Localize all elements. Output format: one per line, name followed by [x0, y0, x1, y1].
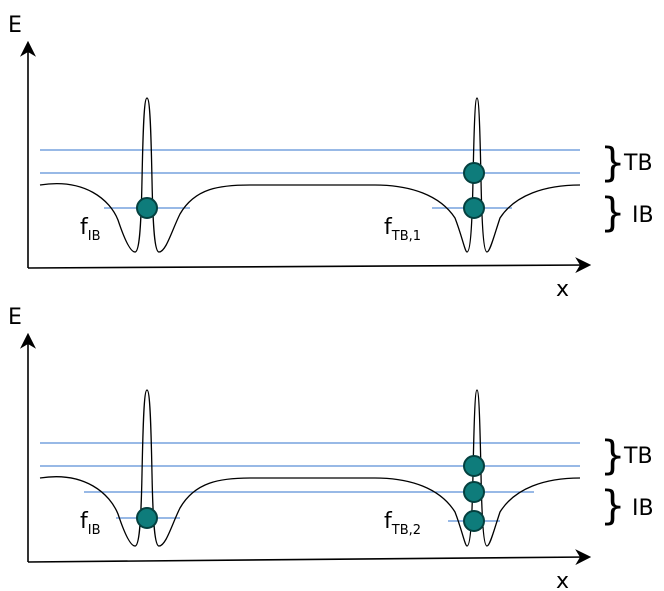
bottom-x-axis-label: x [556, 569, 569, 591]
bottom-brace-upper: } [600, 433, 625, 479]
top-brace-lower: } [600, 190, 625, 236]
bottom-right-label: fTB,2 [384, 509, 421, 538]
bottom-potential-curve [39, 389, 581, 547]
top-brace-upper-label: TB [623, 151, 653, 176]
bottom-brace-lower-label: IB [632, 496, 654, 521]
bottom-x-axis [27, 549, 592, 566]
top-left-label: fIB [80, 215, 101, 244]
top-x-axis-label: x [556, 277, 569, 302]
bottom-left-particle [136, 507, 158, 529]
bottom-left-label: fIB [80, 509, 101, 538]
top-brace-upper: } [600, 140, 625, 186]
top-right-particle-1 [463, 162, 485, 184]
top-right-label: fTB,1 [384, 215, 421, 244]
bottom-brace-upper-label: TB [623, 444, 653, 469]
top-x-axis [27, 257, 592, 274]
bottom-right-particle-2 [463, 481, 485, 503]
top-brace-lower-label: IB [632, 203, 654, 228]
bottom-brace-lower: } [600, 483, 625, 529]
bottom-right-particle-1 [463, 455, 485, 477]
bottom-panel: E x fIB fTB,2 } TB } IB [8, 305, 654, 591]
bottom-right-particle-3 [463, 510, 485, 532]
top-y-axis-label: E [8, 13, 22, 38]
top-potential-curve [39, 97, 581, 253]
top-panel: E x fIB fTB,1 } TB } IB [8, 13, 654, 302]
bottom-y-axis-label: E [8, 305, 22, 330]
top-right-particle-2 [463, 197, 485, 219]
top-left-particle [136, 197, 158, 219]
